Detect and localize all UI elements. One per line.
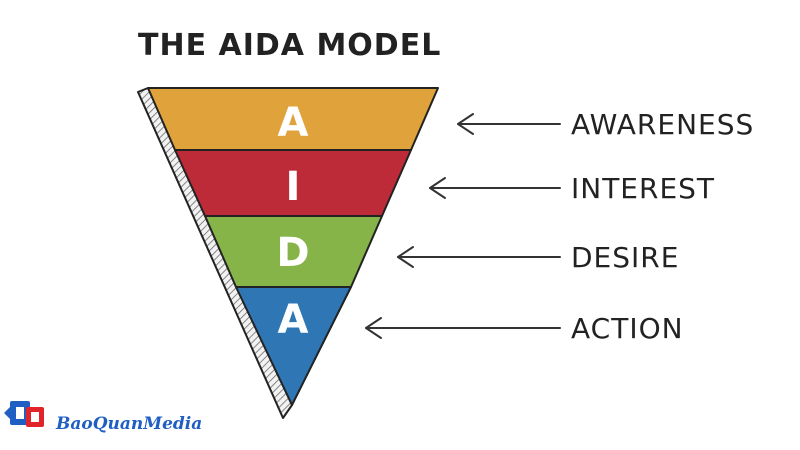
arrow-action-icon	[365, 317, 561, 339]
stage-label-awareness: AWARENESS	[571, 108, 754, 141]
stage-label-action: ACTION	[571, 312, 684, 345]
stage-label-desire: DESIRE	[571, 241, 679, 274]
funnel-letter-a-awareness: A	[278, 100, 309, 146]
funnel-letter-i-interest: I	[286, 164, 301, 210]
funnel-letter-a-action: A	[278, 297, 309, 343]
arrow-interest-icon	[429, 177, 561, 199]
arrows	[365, 113, 561, 339]
stage-label-interest: INTEREST	[571, 172, 715, 205]
arrow-awareness-icon	[457, 113, 561, 135]
arrow-desire-icon	[397, 246, 561, 268]
funnel-letter-d-desire: D	[276, 230, 309, 276]
bq-logo-icon	[4, 401, 44, 427]
brand-name: BaoQuanMedia	[55, 414, 202, 434]
funnel-band-action	[235, 286, 352, 406]
funnel	[147, 87, 439, 406]
diagram-title: THE AIDA MODEL	[138, 28, 441, 63]
